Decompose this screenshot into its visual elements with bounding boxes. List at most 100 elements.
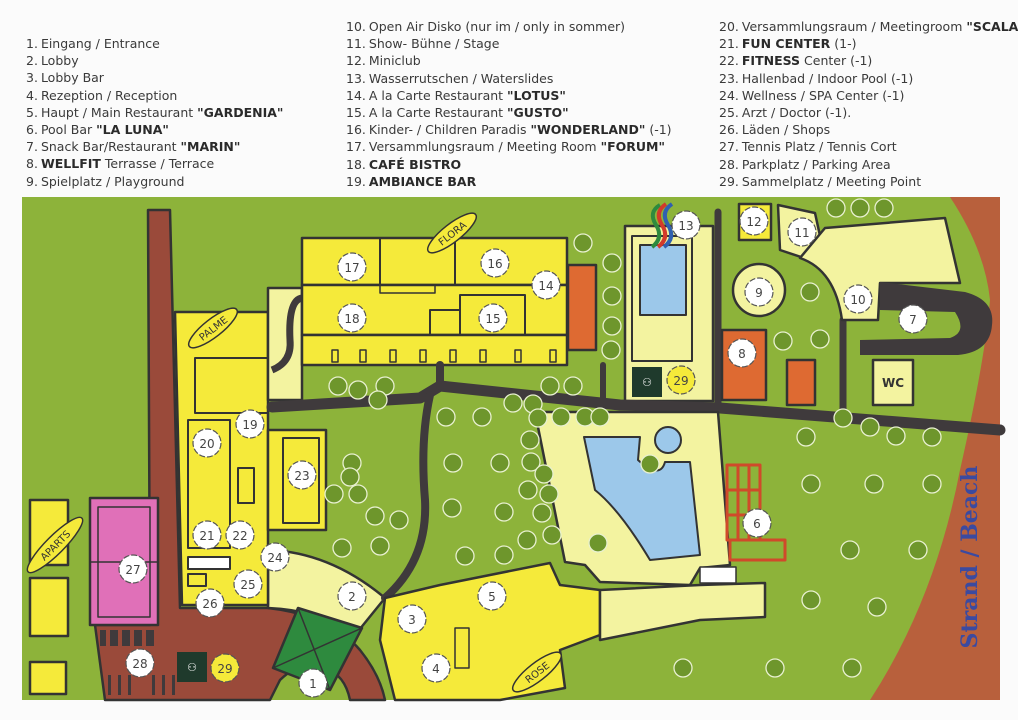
location-marker-29[interactable]: 29 — [666, 365, 696, 395]
flower-marker-icon — [195, 588, 225, 618]
flower-marker-icon — [235, 409, 265, 439]
meeting-point-icon — [632, 367, 662, 397]
legend-name: FITNESS — [741, 53, 801, 69]
location-marker-26[interactable]: 26 — [195, 588, 225, 618]
legend-item: 7.Snack Bar/Restaurant "MARIN" — [26, 138, 283, 155]
flower-marker-icon — [125, 648, 155, 678]
location-marker-1[interactable]: 1 — [298, 668, 328, 698]
apartment-block — [28, 576, 70, 638]
flower-marker-icon — [298, 668, 328, 698]
location-marker-19[interactable]: 19 — [235, 409, 265, 439]
flower-marker-icon — [480, 248, 510, 278]
legend-number: 11. — [346, 36, 366, 52]
legend-text: Läden / Shops — [741, 122, 831, 138]
tree-icon — [867, 597, 887, 617]
location-marker-9[interactable]: 9 — [744, 277, 774, 307]
marker-number: 3 — [408, 613, 416, 627]
legend-number: 3. — [26, 70, 38, 86]
legend-number: 6. — [26, 122, 38, 138]
tree-icon — [389, 510, 409, 530]
tree-icon — [518, 480, 538, 500]
tree-icon — [368, 390, 388, 410]
trees — [324, 198, 942, 678]
flower-marker-icon — [118, 554, 148, 584]
tree-icon — [842, 658, 862, 678]
legend-number: 14. — [346, 87, 366, 103]
legend-item: 5.Haupt / Main Restaurant "GARDENIA" — [26, 104, 283, 121]
tree-icon — [850, 198, 870, 218]
location-marker-21[interactable]: 21 — [192, 520, 222, 550]
location-marker-14[interactable]: 14 — [531, 270, 561, 300]
tree-icon — [874, 198, 894, 218]
marker-number: 6 — [753, 517, 761, 531]
wc-building — [871, 358, 915, 407]
tree-icon — [908, 540, 928, 560]
tree-icon — [517, 530, 537, 550]
legend-item: 4.Rezeption / Reception — [26, 87, 283, 104]
location-marker-4[interactable]: 4 — [421, 653, 451, 683]
location-marker-15[interactable]: 15 — [478, 303, 508, 333]
legend-name: "SCALA" — [966, 19, 1018, 34]
location-marker-2[interactable]: 2 — [337, 581, 367, 611]
location-marker-24[interactable]: 24 — [260, 542, 290, 572]
flower-marker-icon — [260, 542, 290, 572]
legend-text: Wasserrutschen / Waterslides — [368, 70, 554, 86]
location-marker-5[interactable]: 5 — [477, 581, 507, 611]
tree-icon — [494, 545, 514, 565]
legend-number: 4. — [26, 87, 38, 103]
legend-number: 25. — [719, 105, 739, 121]
marker-number: 10 — [850, 293, 865, 307]
flower-marker-icon — [531, 270, 561, 300]
meeting-point-icon — [177, 652, 207, 682]
legend-number: 1. — [26, 36, 38, 51]
legend-text: Versammlungsraum / Meetingroom — [741, 19, 967, 34]
legend-item: 3.Lobby Bar — [26, 69, 283, 86]
legend-name: "MARIN" — [180, 139, 241, 155]
legend-text: Tennis Platz / Tennis Cort — [741, 139, 897, 155]
flower-marker-icon — [233, 569, 263, 599]
legend-column-2: 10.Open Air Disko (nur im / only in somm… — [346, 18, 672, 190]
legend-item: 24.Wellness / SPA Center (-1) — [719, 87, 1018, 104]
marker-number: 14 — [538, 279, 553, 293]
flower-marker-icon — [898, 304, 928, 334]
flower-marker-icon — [742, 508, 772, 538]
tree-icon — [801, 590, 821, 610]
location-marker-13[interactable]: 13 — [671, 210, 701, 240]
tree-icon — [521, 452, 541, 472]
location-marker-7[interactable]: 7 — [898, 304, 928, 334]
flower-marker-icon — [666, 365, 696, 395]
legend-item: 26.Läden / Shops — [719, 121, 1018, 138]
legend-item: 21.FUN CENTER (1-) — [719, 35, 1018, 52]
location-marker-22[interactable]: 22 — [225, 520, 255, 550]
location-marker-16[interactable]: 16 — [480, 248, 510, 278]
tree-icon — [860, 417, 880, 437]
location-marker-29[interactable]: 29 — [210, 653, 240, 683]
location-marker-10[interactable]: 10 — [843, 284, 873, 314]
tree-icon — [443, 453, 463, 473]
location-marker-28[interactable]: 28 — [125, 648, 155, 678]
location-marker-17[interactable]: 17 — [337, 252, 367, 282]
building-palme — [173, 310, 270, 607]
location-marker-11[interactable]: 11 — [787, 217, 817, 247]
location-marker-27[interactable]: 27 — [118, 554, 148, 584]
location-marker-18[interactable]: 18 — [337, 303, 367, 333]
tree-icon — [520, 430, 540, 450]
location-marker-25[interactable]: 25 — [233, 569, 263, 599]
location-marker-23[interactable]: 23 — [287, 460, 317, 490]
tree-icon — [640, 454, 660, 474]
location-marker-3[interactable]: 3 — [397, 604, 427, 634]
legend-text: Rezeption / Reception — [40, 87, 178, 103]
location-marker-20[interactable]: 20 — [192, 428, 222, 458]
building-flora — [300, 236, 569, 367]
tree-icon — [826, 198, 846, 218]
location-marker-12[interactable]: 12 — [739, 206, 769, 236]
location-marker-6[interactable]: 6 — [742, 508, 772, 538]
flower-marker-icon — [421, 653, 451, 683]
location-marker-8[interactable]: 8 — [727, 338, 757, 368]
tree-icon — [563, 376, 583, 396]
legend-item: 16.Kinder- / Children Paradis "WONDERLAN… — [346, 121, 672, 138]
tree-icon — [324, 484, 344, 504]
beach — [870, 197, 1000, 700]
